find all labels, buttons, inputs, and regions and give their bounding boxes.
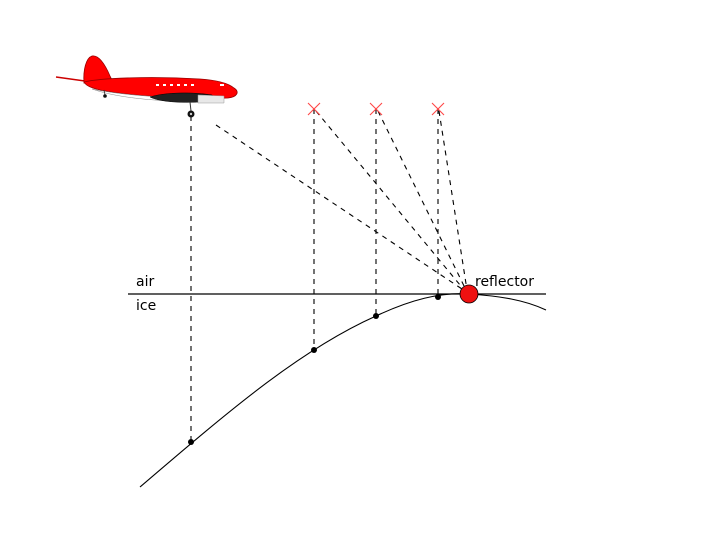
reflector-icon [459,284,479,304]
curve-point [373,313,379,319]
ice-label: ice [136,298,156,314]
diffraction-hyperbola [139,293,547,488]
curve-point [311,347,317,353]
ray-2-reflector [315,110,466,292]
ray-4-reflector [438,110,468,291]
x-mark-icon [307,102,321,116]
ray-3-reflector [377,110,467,291]
curve-point [188,439,194,445]
airplane-icon [55,55,238,118]
curve-point [435,294,441,300]
x-mark-icon [431,102,445,116]
air-label: air [136,274,154,290]
reflector-label: reflector [475,274,534,290]
ray-aircraft-reflector [215,124,466,292]
x-mark-icon [369,102,383,116]
